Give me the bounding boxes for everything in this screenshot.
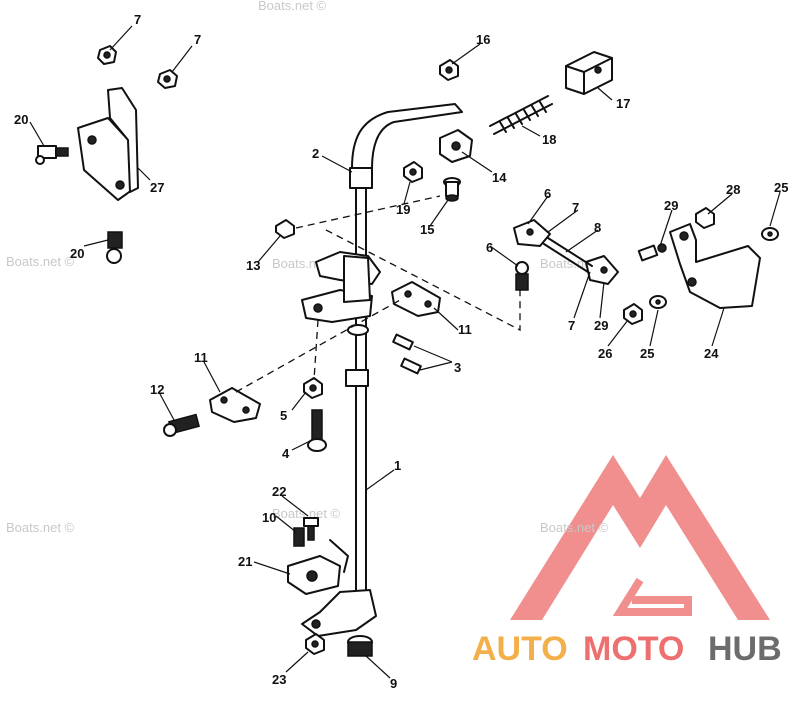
screw-22 [303, 517, 319, 541]
callout-5: 5 [280, 408, 287, 423]
callout-8: 8 [594, 220, 601, 235]
callout-14: 14 [492, 170, 507, 185]
callout-25: 25 [640, 346, 654, 361]
logo-inner-g [612, 577, 692, 616]
clamp-11-left [209, 387, 261, 423]
watermark: Boats.net © [540, 520, 609, 535]
clamp-11-right [391, 281, 441, 317]
watermark: Boats.net © [6, 520, 75, 535]
callout-11: 11 [194, 350, 208, 365]
callout-18: 18 [542, 132, 556, 147]
block-17 [565, 51, 613, 95]
nut-26 [623, 303, 643, 325]
pins-3 [392, 333, 422, 375]
link-rod-8 [513, 219, 619, 285]
callout-20: 20 [70, 246, 84, 261]
washer [347, 324, 369, 336]
callout-1: 1 [394, 458, 401, 473]
washer-25-bottom [649, 295, 667, 309]
callout-7: 7 [194, 32, 201, 47]
callout-17: 17 [616, 96, 630, 111]
callout-13: 13 [246, 258, 260, 273]
callout-10: 10 [262, 510, 276, 525]
stud-20-bottom [106, 231, 123, 264]
clamp-21 [287, 539, 349, 595]
callout-11: 11 [458, 322, 472, 337]
callout-24: 24 [704, 346, 719, 361]
callout-3: 3 [454, 360, 461, 375]
automotohub-logo [510, 455, 770, 620]
callout-2: 2 [312, 146, 319, 161]
callout-6: 6 [544, 186, 551, 201]
callout-28: 28 [726, 182, 740, 197]
alignment-lines [235, 195, 521, 393]
callout-7: 7 [568, 318, 575, 333]
logo-text-hub: HUB [708, 630, 782, 668]
stud-29 [637, 243, 667, 262]
callout-7: 7 [572, 200, 579, 215]
bracket-27 [77, 87, 139, 201]
callout-4: 4 [282, 446, 290, 461]
nut-16 [439, 59, 459, 81]
nut-5 [303, 377, 323, 399]
shift-shaft-1 [345, 167, 373, 601]
bolt-4 [307, 409, 327, 452]
callout-29: 29 [664, 198, 678, 213]
shift-arm-2 [351, 103, 463, 169]
callout-20: 20 [14, 112, 28, 127]
callout-19: 19 [396, 202, 410, 217]
logo-triangle [510, 455, 770, 620]
nut-13 [275, 219, 295, 239]
bottom-lever [301, 589, 377, 637]
logo-text-moto: MOTO [583, 630, 684, 668]
ball-stud-6 [515, 261, 529, 291]
nut-23 [305, 633, 325, 655]
callout-6: 6 [486, 240, 493, 255]
callout-9: 9 [390, 676, 397, 691]
callout-26: 26 [598, 346, 612, 361]
callout-23: 23 [272, 672, 286, 687]
threaded-rod-18 [489, 95, 553, 135]
callout-27: 27 [150, 180, 164, 195]
callout-25: 25 [774, 180, 788, 195]
bracket-24 [669, 223, 761, 309]
callout-15: 15 [420, 222, 434, 237]
callout-22: 22 [272, 484, 286, 499]
watermark: Boats.net © [272, 506, 341, 521]
callout-12: 12 [150, 382, 164, 397]
callout-7: 7 [134, 12, 141, 27]
washer-25-top [761, 227, 779, 241]
leader-lines [29, 25, 781, 679]
logo-text-auto: AUTO [472, 630, 568, 668]
block-14 [439, 129, 473, 163]
nut-7-right [157, 69, 178, 89]
watermark: Boats.net © [258, 0, 327, 13]
callout-16: 16 [476, 32, 490, 47]
stud-15 [443, 177, 461, 202]
logo-wordmark: AUTO MOTO HUB [472, 630, 782, 668]
bushing-9 [347, 635, 373, 657]
callout-numbers: 7 7 20 27 20 2 16 17 18 14 19 15 13 6 7 … [14, 12, 788, 691]
screw-12 [163, 413, 200, 437]
callout-29: 29 [594, 318, 608, 333]
stud-20-left [35, 145, 69, 165]
watermark: Boats.net © [6, 254, 75, 269]
nut-7-top [97, 45, 117, 65]
lever-assembly [301, 251, 381, 323]
nut-19 [403, 161, 423, 183]
callout-21: 21 [238, 554, 252, 569]
screw-10 [293, 527, 305, 547]
